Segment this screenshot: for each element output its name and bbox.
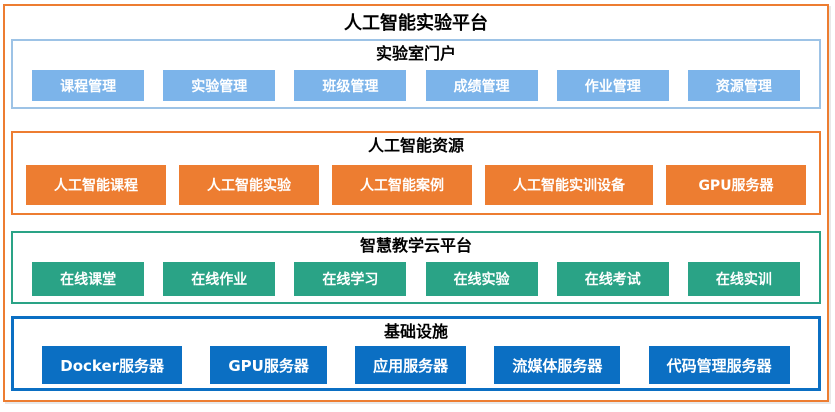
block-ai-training-device: 人工智能实训设备 — [485, 164, 653, 205]
block-course-management: 课程管理 — [32, 70, 145, 101]
block-online-classroom: 在线课堂 — [32, 262, 145, 296]
cloud-button-row: 在线课堂 在线作业 在线学习 在线实验 在线考试 在线实训 — [13, 256, 819, 302]
block-grade-management: 成绩管理 — [425, 70, 538, 101]
block-app-server: 应用服务器 — [355, 346, 467, 384]
block-homework-management: 作业管理 — [556, 70, 669, 101]
ai-resources-button-row: 人工智能课程 人工智能实验 人工智能案例 人工智能实训设备 GPU服务器 — [13, 156, 819, 213]
block-online-training: 在线实训 — [687, 262, 800, 296]
block-online-homework: 在线作业 — [163, 262, 276, 296]
block-ai-course: 人工智能课程 — [26, 164, 166, 205]
block-gpu-server-ai: GPU服务器 — [666, 164, 806, 205]
block-ai-case: 人工智能案例 — [332, 164, 472, 205]
block-code-management-server: 代码管理服务器 — [648, 346, 790, 384]
block-streaming-server: 流媒体服务器 — [494, 346, 621, 384]
lab-portal-button-row: 课程管理 实验管理 班级管理 成绩管理 作业管理 资源管理 — [13, 64, 819, 107]
section-smart-teaching-cloud: 智慧教学云平台 在线课堂 在线作业 在线学习 在线实验 在线考试 在线实训 — [11, 231, 821, 304]
section-lab-portal-title: 实验室门户 — [375, 44, 456, 63]
page-title: 人工智能实验平台 — [344, 13, 488, 34]
section-ai-resources-title: 人工智能资源 — [367, 136, 464, 155]
block-class-management: 班级管理 — [294, 70, 407, 101]
block-online-exam: 在线考试 — [556, 262, 669, 296]
section-ai-resources: 人工智能资源 人工智能课程 人工智能实验 人工智能案例 人工智能实训设备 GPU… — [11, 131, 821, 215]
block-resource-management: 资源管理 — [687, 70, 800, 101]
block-experiment-management: 实验管理 — [163, 70, 276, 101]
block-online-experiment: 在线实验 — [425, 262, 538, 296]
infrastructure-button-row: Docker服务器 GPU服务器 应用服务器 流媒体服务器 代码管理服务器 — [14, 342, 818, 388]
section-smart-teaching-cloud-title: 智慧教学云平台 — [359, 236, 472, 255]
section-infrastructure: 基础设施 Docker服务器 GPU服务器 应用服务器 流媒体服务器 代码管理服… — [11, 316, 821, 391]
block-gpu-server-infra: GPU服务器 — [210, 346, 327, 384]
section-infrastructure-title: 基础设施 — [383, 322, 448, 341]
block-online-learning: 在线学习 — [294, 262, 407, 296]
block-docker-server: Docker服务器 — [42, 346, 183, 384]
platform-outer-frame: 人工智能实验平台 实验室门户 课程管理 实验管理 班级管理 成绩管理 作业管理 … — [3, 4, 829, 402]
section-lab-portal: 实验室门户 课程管理 实验管理 班级管理 成绩管理 作业管理 资源管理 — [11, 39, 821, 109]
block-ai-experiment: 人工智能实验 — [179, 164, 319, 205]
